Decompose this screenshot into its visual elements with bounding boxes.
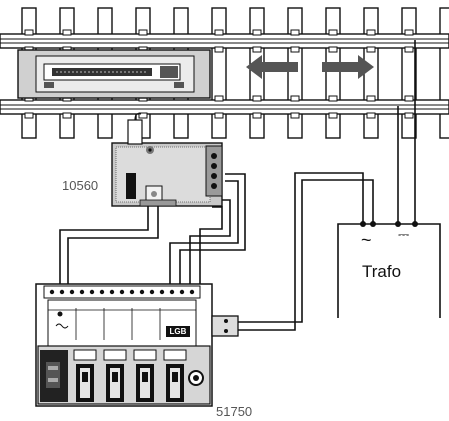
dc-symbol: ⎓ (398, 226, 409, 242)
panel-switches (73, 349, 187, 402)
control-panel-51750 (35, 283, 239, 407)
arrow-right-icon (322, 55, 374, 79)
track (0, 7, 449, 139)
transformer (337, 221, 441, 318)
wires (59, 40, 416, 331)
rail-lower (0, 99, 449, 115)
track-contact (17, 49, 211, 99)
brand-badge: LGB (166, 326, 190, 337)
panel-label-51750: 51750 (216, 404, 253, 419)
arrow-left-icon (246, 55, 298, 79)
module-label-10560: 10560 (62, 178, 99, 193)
ac-symbol: ~ (361, 230, 372, 250)
signal-module-10560 (111, 113, 223, 207)
transformer-label: Trafo (362, 262, 402, 281)
rail-upper (0, 33, 449, 49)
